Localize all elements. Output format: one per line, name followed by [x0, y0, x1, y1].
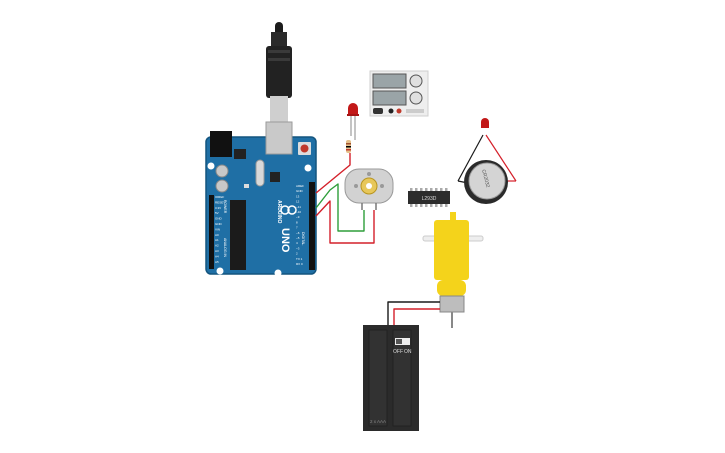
battery-caption: 2 x AAA [370, 419, 386, 424]
digital-pin-label: ~10 [296, 210, 301, 214]
resistor-icon[interactable] [346, 140, 351, 153]
dc-motor-icon[interactable] [344, 168, 394, 210]
board-model: UNO [279, 228, 291, 253]
ic-pin [430, 204, 433, 207]
power-jack [210, 131, 232, 157]
board-brand: ARDUINO [276, 200, 282, 223]
power-analog-pin-label: A1 [215, 238, 219, 242]
ic-pin [420, 204, 423, 207]
atmega-chip [230, 200, 246, 270]
power-analog-pin-label: IOREF [215, 195, 224, 199]
gear-motor-icon[interactable] [422, 212, 484, 328]
coin-cell-label: CR2032 [480, 169, 491, 188]
digital-label: DIGITAL [301, 232, 305, 245]
power-analog-pin-label: 5V [215, 211, 219, 215]
battery-pack-icon[interactable]: OFF ON 2 x AAA [363, 325, 419, 431]
ic-pin [415, 204, 418, 207]
ic-pin [435, 204, 438, 207]
power-label: POWER [223, 200, 227, 214]
usb-cable-icon[interactable] [266, 22, 292, 122]
digital-pin-label: AREF [296, 184, 304, 188]
ic-pin [415, 188, 418, 191]
ic-pin [410, 188, 413, 191]
power-analog-pin-label: A2 [215, 244, 219, 248]
ic-chip-icon[interactable]: L293D [408, 188, 450, 207]
ic-pin [440, 204, 443, 207]
analog-label: ANALOG IN [223, 238, 227, 258]
power-analog-pin-label: A4 [215, 254, 219, 258]
ic-pin [425, 204, 428, 207]
digital-pin-label: ~6 [296, 231, 300, 235]
digital-pin-label: 8 [296, 220, 298, 224]
ic-pin [410, 204, 413, 207]
power-switch[interactable] [395, 338, 410, 345]
ic-pin [440, 188, 443, 191]
power-analog-pin-label: A5 [215, 260, 219, 264]
digital-pin-label: 4 [296, 241, 298, 245]
coin-battery-icon[interactable]: CR2032 [457, 118, 517, 204]
digital-pin-label: 13 [296, 194, 300, 198]
power-analog-pin-label: GND [215, 217, 223, 221]
ic-pin [430, 188, 433, 191]
power-analog-pin-label: A0 [215, 233, 219, 237]
led-icon[interactable] [347, 103, 359, 140]
power-analog-pin-label: A3 [215, 249, 219, 253]
ic-pin [445, 204, 448, 207]
power-analog-pin-label: 3.3V [215, 206, 221, 210]
switch-off-label: OFF [393, 349, 403, 355]
digital-pin-label: ~3 [296, 246, 300, 250]
ic-pin [445, 188, 448, 191]
power-analog-pin-label: VIN [215, 227, 220, 231]
ic-pin [425, 188, 428, 191]
digital-pin-label: ~5 [296, 236, 300, 240]
digital-pin-label: RX 0 [296, 262, 303, 266]
wires [315, 153, 440, 325]
digital-pin-label: 2 [296, 252, 298, 256]
ic-label: L293D [422, 196, 437, 202]
ic-pin [435, 188, 438, 191]
digital-pin-label: GND [296, 189, 304, 193]
digital-pin-label: 12 [296, 200, 300, 204]
usb-socket [265, 121, 293, 155]
ic-pin [420, 188, 423, 191]
digital-pin-label: 7 [296, 226, 298, 230]
switch-on-label: ON [404, 349, 412, 355]
digital-pin-label: ~9 [296, 215, 300, 219]
digital-pin-label: ~11 [296, 205, 301, 209]
power-supply-icon[interactable] [369, 70, 429, 117]
digital-pin-label: TX 1 [296, 257, 303, 261]
arduino-uno-board[interactable]: ARDUINO UNO DIGITAL ANALOG IN POWER AREF… [205, 121, 317, 277]
power-analog-pin-label: RESET [215, 200, 225, 204]
power-analog-pin-label: GND [215, 222, 223, 226]
